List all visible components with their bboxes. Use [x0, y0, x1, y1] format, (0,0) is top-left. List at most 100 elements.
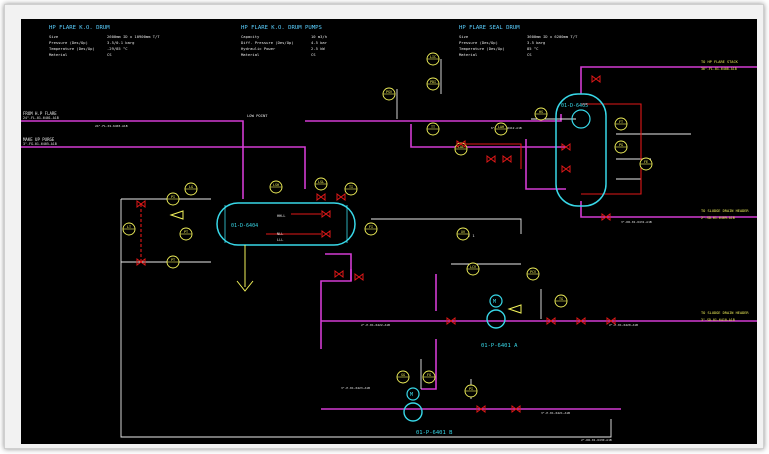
instrument-tag: FI — [369, 225, 373, 229]
instrument-tag: LCV — [470, 265, 476, 269]
instrument-tag: HS — [539, 110, 543, 114]
instrument-bubble: XV — [456, 227, 470, 241]
pump-b-tag: 01-P-6401 B — [416, 430, 453, 436]
instrument-tag: TI — [349, 185, 353, 189]
header-line-value: CS — [527, 52, 532, 57]
instrument-tag: LAL — [458, 145, 464, 149]
instrument-tag: PT — [184, 230, 188, 234]
valve-symbol — [502, 155, 512, 163]
level-label: NLL — [277, 232, 283, 236]
header-line-value: 10 m3/h — [311, 34, 327, 39]
instrument-bubble: FI — [364, 222, 378, 236]
line-number-labels: 24"-FL-01-6403-A1B 6"-FL-01-6412-A1B 2"-… — [95, 124, 652, 442]
header-line-label: Temperature (Des/Op) — [459, 46, 505, 51]
instrument-bubble: LSL — [314, 177, 328, 191]
valve-symbol — [321, 230, 331, 238]
pump-a-motor — [489, 294, 503, 308]
process-line-to-flare-stack — [580, 66, 757, 94]
valve-symbol — [456, 140, 466, 148]
process-line-flare-inlet — [21, 120, 244, 199]
line-number: 3"-P-01-6421-A1B — [541, 411, 570, 415]
instrument-bubble: TI — [344, 182, 358, 196]
valve-symbol — [446, 317, 456, 325]
header-line-label: Hydraulic Power — [241, 46, 276, 51]
pump-b-motor — [406, 387, 420, 401]
header-ko-drum: HP FLARE K.O. DRUM Size 2600mm ID x 1090… — [49, 25, 160, 57]
instrument-tag: LG — [189, 185, 193, 189]
outlet-name: TO SLUDGE DRAIN HEADER — [701, 209, 749, 213]
pid-diagram-canvas: HP FLARE K.O. DRUM Size 2600mm ID x 1090… — [21, 19, 757, 444]
pid-diagram: HP FLARE K.O. DRUM Size 2600mm ID x 1090… — [21, 25, 757, 442]
instrument-tag: XV — [461, 230, 465, 234]
instrument-tag: PT — [171, 258, 175, 262]
line-number: 2"-P-01-6422-A1B — [361, 323, 390, 327]
valve-symbol — [576, 317, 586, 325]
header-title: HP FLARE K.O. DRUM PUMPS — [241, 25, 322, 31]
valve-symbol — [136, 258, 146, 266]
instrument-tag: PDI — [430, 80, 436, 84]
process-line-gas-out — [410, 124, 566, 148]
pump-a-casing — [486, 309, 506, 329]
image-frame: HP FLARE K.O. DRUM Size 2600mm ID x 1090… — [4, 4, 764, 449]
instrument-tag: LT — [127, 225, 131, 229]
instrument-tag: PI — [469, 387, 473, 391]
instrument-tag: FT — [619, 120, 623, 124]
instrument-tag: LSL — [318, 180, 324, 184]
pump-b: M 01-P-6401 B — [403, 387, 453, 436]
inlet-line: 3"-FG-01-6405-A1B — [23, 142, 57, 146]
process-lines — [21, 66, 757, 410]
valve-symbol — [486, 155, 496, 163]
svg-text:M: M — [410, 392, 413, 398]
instrument-tag: TG — [559, 297, 563, 301]
outlet-line: 36"-FL-01-6408-A1B — [701, 67, 737, 71]
header-line-value: 3.5/0.1 barg — [107, 40, 134, 45]
seal-drum-tag: 01-D-6405 — [561, 103, 588, 109]
instrument-bubble: LSH — [269, 180, 283, 194]
instrument-bubble: LIC — [426, 52, 440, 66]
outlet-name: TO HP FLARE STACK — [701, 60, 739, 64]
drain-symbol — [236, 245, 254, 292]
valve-symbol — [336, 193, 346, 201]
process-line-purge-inlet — [21, 146, 306, 189]
header-line-value: CS — [107, 52, 112, 57]
instrument-bubble: TG — [554, 294, 568, 308]
pump-a-tag: 01-P-6401 A — [481, 343, 518, 349]
seal-drum-shell — [555, 93, 607, 207]
header-line-label: Material — [49, 52, 67, 57]
control-loop — [581, 103, 642, 195]
inlet-name: MAKE UP PURGE — [23, 137, 55, 142]
header-line-value: 3.5 barg — [527, 40, 545, 45]
pump-a: M 01-P-6401 A — [481, 294, 518, 349]
header-title: HP FLARE SEAL DRUM — [459, 25, 520, 31]
instrument-tag: LSH — [273, 183, 279, 187]
svg-text:M: M — [493, 299, 496, 305]
red-lines — [140, 103, 642, 264]
header-line-label: Temperature (Des/Op) — [49, 46, 95, 51]
inlet-line: 24"-FL-01-6401-A1B — [23, 116, 59, 120]
instrument-bubble: HS — [534, 107, 548, 121]
instrument-bubble: LT — [122, 222, 136, 236]
header-line-label: Capacity — [241, 34, 260, 39]
process-line-to-seal-drum — [305, 114, 562, 122]
control-loop — [461, 143, 522, 169]
process-line-seal-loop — [525, 139, 566, 190]
line-number: 2"-P-01-6420-A1B — [609, 323, 638, 327]
seal-drum: 01-D-6405 — [555, 93, 607, 207]
header-line-label: Material — [241, 52, 259, 57]
header-title: HP FLARE K.O. DRUM — [49, 25, 110, 31]
valve-symbol — [561, 165, 571, 173]
header-line-value: -29/85 °C — [107, 46, 128, 51]
valve-symbol — [561, 143, 571, 151]
header-line-value: 4.5 bar — [311, 40, 328, 45]
line-number: 3"-DR-01-6431-A1B — [621, 220, 652, 224]
instrument-tag: SG — [401, 373, 405, 377]
line-number: 3"-P-01-6423-A1B — [341, 386, 370, 390]
instrument-bubble: FE — [639, 157, 653, 171]
header-line-value: 85 °C — [527, 46, 538, 51]
outlet-line: 2"-SD-01-6409-A1B — [701, 216, 735, 220]
instrument-tag: PSV — [386, 90, 392, 94]
instrument-bubble: LAH — [494, 122, 508, 136]
header-line-label: Size — [49, 34, 59, 39]
line-number: 24"-FL-01-6403-A1B — [95, 124, 128, 128]
instrument-bubble: PI — [464, 384, 478, 398]
